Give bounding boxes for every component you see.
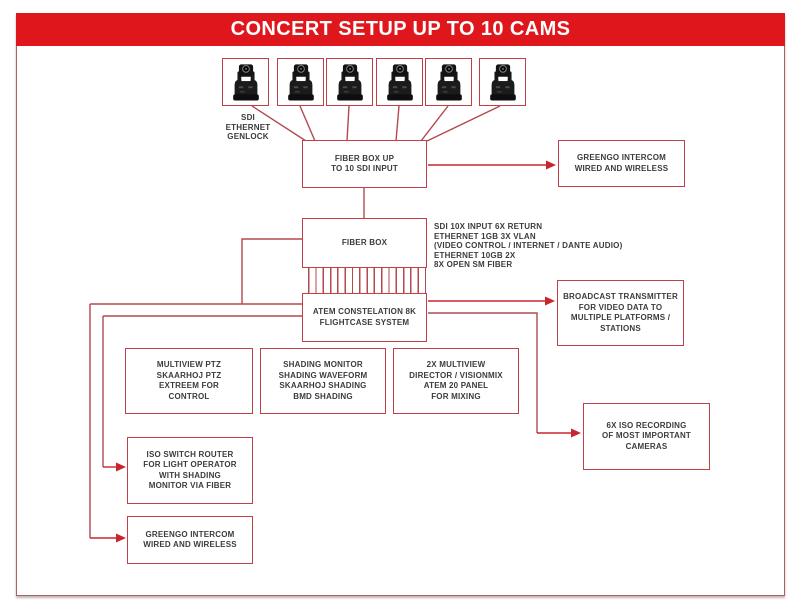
node-atem-constellation: ATEM CONSTELATION 8K FLIGHTCASE SYSTEM [302, 293, 427, 342]
ptz-camera-icon [277, 58, 324, 106]
node-greengo-intercom-bottom: GREENGO INTERCOM WIRED AND WIRELESS [127, 516, 253, 564]
ptz-camera-icon [376, 58, 423, 106]
ptz-camera-icon [326, 58, 373, 106]
camera-link-label: SDI ETHERNET GENLOCK [225, 113, 271, 141]
node-multiview-director: 2X MULTIVIEW DIRECTOR / VISIONMIX ATEM 2… [393, 348, 519, 414]
node-broadcast-transmitter: BROADCAST TRANSMITTER FOR VIDEO DATA TO … [557, 280, 684, 346]
node-shading-monitor: SHADING MONITOR SHADING WAVEFORM SKAARHO… [260, 348, 386, 414]
ptz-camera-icon [479, 58, 526, 106]
ptz-camera-icon [425, 58, 472, 106]
node-greengo-intercom-top: GREENGO INTERCOM WIRED AND WIRELESS [558, 140, 685, 187]
ptz-camera-icon [222, 58, 269, 106]
node-fiber-box: FIBER BOX [302, 218, 427, 268]
fiber-box-spec-text: SDI 10X INPUT 6X RETURN ETHERNET 1GB 3X … [434, 222, 623, 269]
fiber-ribbon-lines [308, 268, 426, 293]
node-multiview-ptz-control: MULTIVIEW PTZ SKAARHOJ PTZ EXTREEM FOR C… [125, 348, 253, 414]
diagram-title: CONCERT SETUP UP TO 10 CAMS [16, 13, 785, 46]
node-iso-recording: 6X ISO RECORDING OF MOST IMPORTANT CAMER… [583, 403, 710, 470]
node-fiber-box-input: FIBER BOX UP TO 10 SDI INPUT [302, 140, 427, 188]
node-iso-switch-router: ISO SWITCH ROUTER FOR LIGHT OPERATOR WIT… [127, 437, 253, 504]
